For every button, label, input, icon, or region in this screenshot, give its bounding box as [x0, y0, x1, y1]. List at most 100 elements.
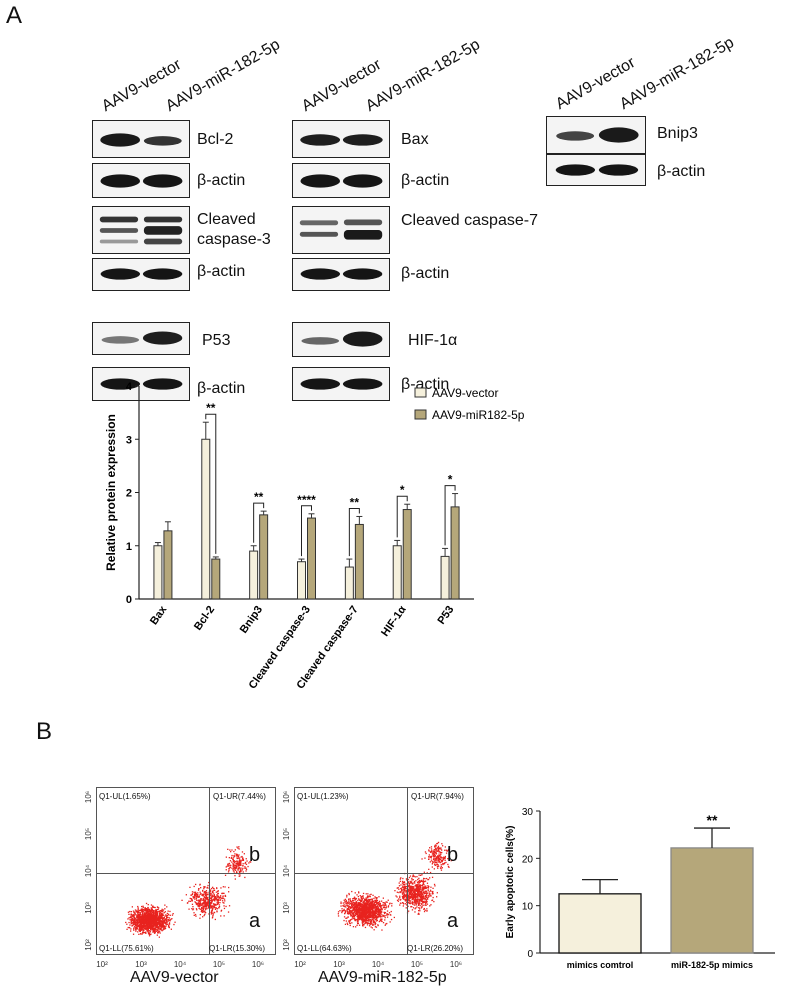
flow-dot: [150, 926, 153, 928]
flow-dot: [437, 864, 439, 866]
flow-dot: [205, 896, 207, 899]
flow-dot: [438, 853, 440, 855]
flow-dot: [388, 912, 391, 914]
flow-dot: [343, 905, 345, 907]
flow-dot: [371, 909, 373, 911]
flow-dot: [352, 899, 354, 902]
flow-dot: [220, 895, 222, 897]
flow-dot: [343, 908, 345, 910]
flow-dot: [364, 922, 366, 924]
flow-dot: [433, 861, 435, 863]
flow-dot: [400, 877, 402, 879]
flow-dot: [389, 902, 391, 904]
flow-dot: [164, 915, 166, 917]
flow-dot: [363, 907, 365, 909]
flow-dot: [422, 900, 425, 903]
flow-dot: [189, 886, 191, 888]
flow-dot: [415, 885, 417, 887]
flow-dot: [371, 898, 373, 900]
flow-dot: [385, 906, 388, 908]
flow-dot: [418, 879, 421, 882]
flow-dot: [368, 920, 370, 922]
flow-dot: [212, 890, 214, 892]
flow-dot: [144, 916, 147, 918]
label-casp7: Cleaved caspase-7: [401, 212, 538, 229]
flow-dot: [150, 914, 152, 916]
flow-dot: [413, 890, 415, 892]
flow-dot: [242, 871, 244, 873]
flow-dot: [203, 893, 205, 895]
flow-dot: [132, 925, 134, 927]
flow-dot: [376, 915, 378, 917]
flow-dot: [420, 892, 422, 895]
flow-dot: [417, 903, 420, 905]
flow-dot: [191, 903, 194, 905]
flow-dot: [435, 857, 437, 859]
flow-caption-vector: AAV9-vector: [130, 969, 219, 986]
flow-dot: [381, 909, 383, 911]
flow-dot: [391, 905, 393, 907]
flow-dot: [422, 880, 424, 883]
flow-dot: [369, 915, 372, 917]
flow-dot: [153, 915, 155, 917]
flow-dot: [371, 916, 373, 919]
flow-dot: [349, 910, 352, 912]
flow-dot: [151, 909, 154, 911]
flow-dot: [390, 918, 393, 921]
flow-dot: [422, 889, 424, 891]
flow-dot: [144, 919, 147, 922]
flow-dot: [413, 892, 415, 894]
label-hif: HIF-1α: [408, 332, 458, 349]
flow-dot: [134, 925, 136, 928]
flow-y-tick-label: 10³: [84, 902, 93, 914]
significance-bracket: [301, 505, 312, 557]
x-tick-label: Bnip3: [238, 604, 265, 636]
flow-dot: [417, 904, 420, 906]
flow-dot: [371, 899, 373, 901]
flow-dot: [197, 892, 199, 894]
flow-dot: [136, 921, 138, 923]
flow-dot: [441, 867, 443, 869]
flow-dot: [386, 901, 388, 903]
flow-dot: [376, 918, 378, 920]
flow-dot: [374, 924, 376, 926]
blot-casp3: [92, 206, 190, 254]
flow-dot: [421, 899, 423, 901]
flow-dot: [424, 885, 426, 887]
flow-dot: [405, 907, 407, 909]
flow-dot: [166, 923, 168, 926]
gate-label-b: b: [447, 844, 459, 866]
flow-dot: [248, 862, 250, 864]
flow-dot: [202, 889, 204, 892]
flow-dot: [374, 911, 376, 913]
flow-dot: [194, 893, 197, 896]
bar: [307, 517, 316, 600]
flow-dot: [204, 899, 206, 901]
flow-dot: [211, 917, 214, 919]
flow-dot: [232, 870, 235, 872]
flow-dot: [215, 907, 217, 910]
flow-dot: [145, 928, 147, 930]
flow-dot: [438, 850, 440, 852]
flow-dot: [438, 851, 440, 853]
flow-dot: [164, 920, 166, 922]
flow-dot: [152, 912, 154, 914]
flow-dot: [357, 905, 359, 907]
flow-dot: [191, 893, 194, 895]
flow-y-tick-label: 10²: [282, 939, 291, 951]
flow-dot: [137, 908, 139, 910]
flow-dot: [370, 921, 372, 923]
flow-dot: [222, 901, 224, 904]
flow-dot: [203, 898, 205, 900]
flow-dot: [137, 924, 139, 927]
flow-dot: [140, 920, 142, 922]
flow-dot: [209, 894, 212, 896]
flow-dot: [414, 890, 416, 892]
flow-dot: [365, 910, 367, 912]
flow-dot: [143, 931, 146, 934]
flow-dot: [419, 896, 422, 899]
flow-dot: [358, 907, 360, 910]
flow-dot: [349, 899, 351, 901]
